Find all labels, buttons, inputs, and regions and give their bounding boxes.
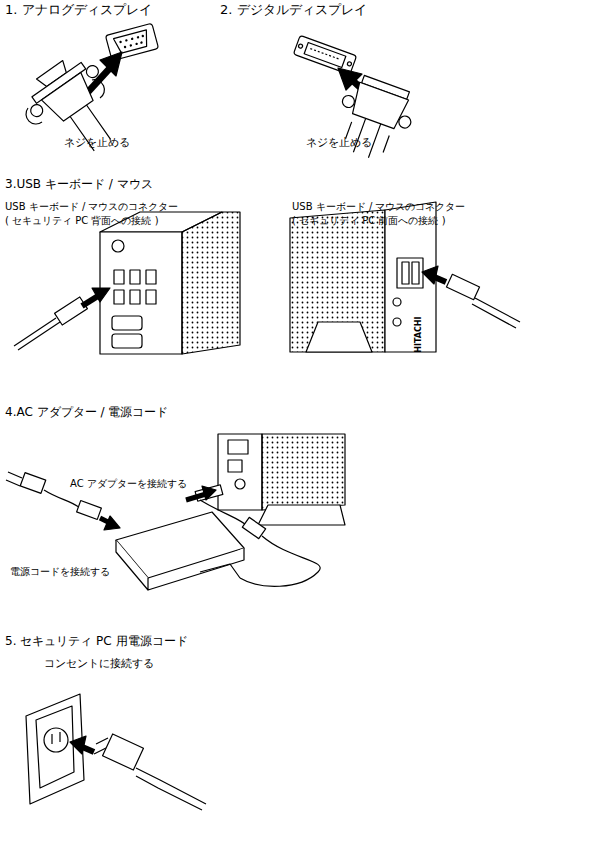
connector-note: ( セキュリティ PC 前面への接続 ): [292, 215, 446, 227]
instruction-note: ネジを止める: [306, 137, 372, 150]
connector-note: ( セキュリティ PC 背面への接続 ): [5, 215, 159, 227]
section-heading: 2. デジタルディスプレイ: [220, 3, 367, 18]
section-heading: 1. アナログディスプレイ: [5, 3, 152, 18]
section-heading: 5. セキュリティ PC 用電源コード: [5, 635, 188, 649]
insert-arrow: [82, 288, 110, 306]
brand-logo: HITACHI: [414, 316, 423, 352]
usb-plug: [446, 274, 520, 328]
connector-note: USB キーボード / マウスのコネクター: [5, 201, 178, 213]
usb-plug: [14, 297, 87, 350]
dvi-port: [293, 35, 356, 74]
dvi-connector: [327, 71, 421, 167]
insert-arrow: [70, 736, 94, 754]
insert-arrow: [100, 516, 120, 530]
connector-note: USB キーボード / マウスのコネクター: [292, 201, 465, 213]
insert-arrow: [186, 486, 216, 500]
insert-arrow: [422, 266, 446, 284]
vga-connector: [17, 47, 135, 168]
instruction-note: ネジを止める: [64, 137, 130, 150]
turn-arrow: [26, 80, 104, 124]
wall-outlet: [26, 694, 84, 804]
instruction-note: 電源コードを接続する: [10, 566, 110, 578]
pc-back: [218, 434, 345, 525]
instruction-note: コンセントに接続する: [44, 658, 154, 671]
instruction-note: AC アダプターを接続する: [70, 478, 187, 490]
ac-adapter: [116, 512, 244, 590]
section-heading: 3.USB キーボード / マウス: [5, 178, 153, 192]
power-plug: [94, 734, 206, 810]
pc-back: [100, 212, 240, 354]
section-heading: 4.AC アダプター / 電源コード: [5, 406, 168, 420]
